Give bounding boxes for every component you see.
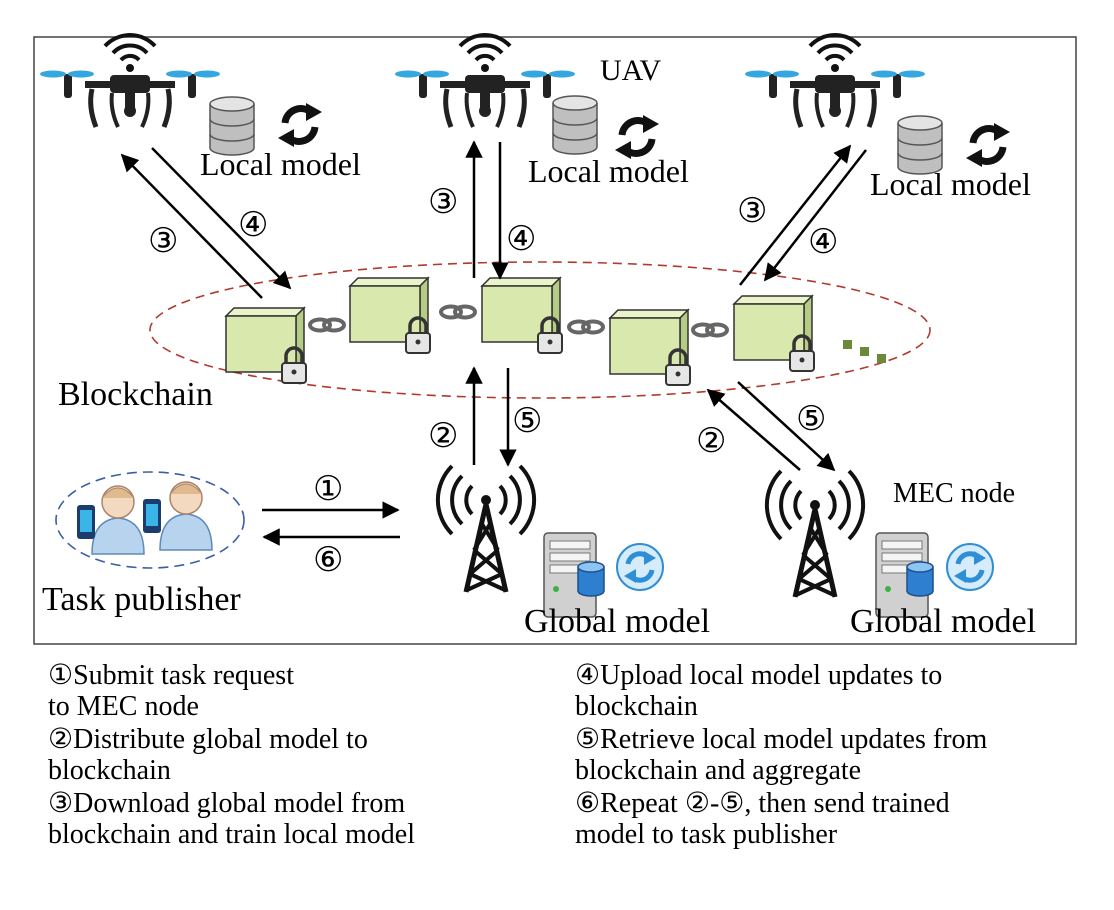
step-2-marker: ②	[428, 418, 458, 455]
figure-frame	[33, 36, 1077, 645]
step-4-marker: ④	[506, 221, 536, 258]
legend-line: model to task publisher	[575, 819, 838, 850]
blockchain-label: Blockchain	[58, 376, 213, 413]
phone-icon	[143, 499, 161, 533]
legend-item-step-5: ⑤Retrieve local model updates from block…	[575, 724, 987, 788]
sync-icon	[617, 544, 663, 590]
uav-drone-icon	[745, 35, 925, 127]
chain-link-icon	[439, 304, 477, 320]
legend-line: blockchain and train local model	[48, 819, 415, 850]
uav-label: UAV	[600, 54, 661, 87]
sync-icon	[966, 123, 1010, 167]
arrow-download-left	[120, 153, 263, 299]
local-model-label: Local model	[870, 166, 1031, 202]
phone-icon	[77, 505, 95, 539]
task-publisher-label: Task publisher	[42, 581, 241, 618]
blockchain-ellipse	[149, 261, 931, 399]
uav-drone-icon	[395, 35, 575, 127]
arrow-download-right	[739, 144, 852, 286]
step-4-marker: ④	[808, 224, 838, 261]
step-3-marker: ③	[148, 223, 178, 260]
step-6-marker: ⑥	[313, 542, 343, 579]
block-icon	[224, 306, 308, 385]
mec-node-label: MEC node	[893, 478, 1015, 509]
step-3-marker: ③	[737, 193, 767, 230]
user-icon	[159, 481, 213, 551]
more-blocks-dot	[877, 354, 886, 363]
legend-line: ③Download global model from	[48, 788, 406, 819]
legend-item-step-1: ①Submit task request to MEC node	[48, 660, 415, 724]
uav-drone-icon	[40, 35, 220, 127]
legend-line: ②Distribute global model to	[48, 724, 368, 755]
legend-line: blockchain and aggregate	[575, 755, 862, 786]
database-icon	[577, 561, 605, 597]
legend-right: ④Upload local model updates to blockchai…	[575, 660, 987, 852]
legend-line: to MEC node	[48, 691, 199, 722]
legend-line: ④Upload local model updates to	[575, 660, 943, 691]
global-model-label: Global model	[850, 603, 1036, 640]
step-2-marker: ②	[696, 423, 726, 460]
legend-item-step-2: ②Distribute global model to blockchain	[48, 724, 415, 788]
block-icon	[608, 308, 692, 387]
legend-line: blockchain	[48, 755, 171, 786]
step-5-marker: ⑤	[512, 403, 542, 440]
more-blocks-dot	[843, 340, 852, 349]
arrow-upload-left	[151, 147, 292, 290]
database-icon	[906, 561, 934, 597]
sync-icon	[947, 544, 993, 590]
task-publisher-ellipse	[55, 471, 245, 569]
legend-line: ⑥Repeat ②-⑤, then send trained	[575, 788, 950, 819]
arrow-distribute-right	[706, 388, 801, 471]
legend-item-step-6: ⑥Repeat ②-⑤, then send trained model to …	[575, 788, 987, 852]
legend-item-step-3: ③Download global model from blockchain a…	[48, 788, 415, 852]
more-blocks-dot	[860, 347, 869, 356]
diagram: UAV Local model Local model Local model …	[33, 0, 1077, 645]
arrow-upload-right	[763, 149, 867, 282]
chain-link-icon	[567, 319, 605, 335]
arrow-retrieve-right	[737, 381, 836, 472]
legend-line: ⑤Retrieve local model updates from	[575, 724, 988, 755]
local-model-label: Local model	[528, 153, 689, 189]
step-4-marker: ④	[238, 207, 268, 244]
chain-link-icon	[691, 322, 729, 338]
user-icon	[91, 485, 145, 555]
step-3-marker: ③	[428, 184, 458, 221]
step-5-marker: ⑤	[796, 401, 826, 438]
block-icon	[348, 276, 432, 355]
legend-line: blockchain	[575, 691, 698, 722]
legend-line: ①Submit task request	[48, 660, 294, 691]
block-icon	[732, 294, 816, 373]
database-icon	[552, 95, 598, 155]
radio-tower-icon	[438, 466, 534, 592]
radio-tower-icon	[767, 471, 863, 597]
chain-link-icon	[308, 317, 346, 333]
local-model-label: Local model	[200, 146, 361, 182]
block-icon	[480, 276, 564, 355]
step-1-marker: ①	[313, 471, 343, 508]
legend-item-step-4: ④Upload local model updates to blockchai…	[575, 660, 987, 724]
global-model-label: Global model	[524, 603, 710, 640]
sync-icon	[278, 103, 322, 147]
legend-left: ①Submit task request to MEC node ②Distri…	[48, 660, 415, 852]
